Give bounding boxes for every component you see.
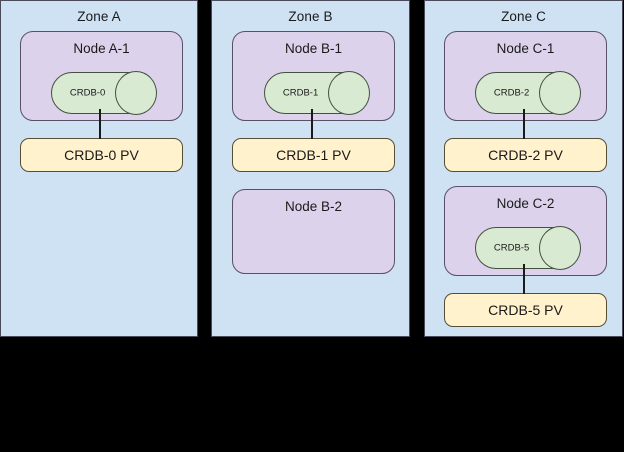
cylinder-end-cap xyxy=(115,71,157,115)
node-box-b-1[interactable]: Node B-1 CRDB-1 xyxy=(232,31,395,121)
zone-title-b: Zone B xyxy=(288,9,333,24)
database-cylinder-crdb-1[interactable]: CRDB-1 xyxy=(264,71,370,115)
cylinder-end-cap xyxy=(328,71,370,115)
node-title-c-1: Node C-1 xyxy=(496,41,555,56)
zone-container-b[interactable]: Zone B Node B-1 CRDB-1 CRDB-1 PV Node B-… xyxy=(211,0,410,337)
database-cylinder-crdb-2[interactable]: CRDB-2 xyxy=(475,71,581,115)
pv-box-crdb-1-pv[interactable]: CRDB-1 PV xyxy=(232,138,395,172)
pv-box-crdb-2-pv[interactable]: CRDB-2 PV xyxy=(444,138,607,172)
database-label-crdb-1: CRDB-1 xyxy=(282,87,319,99)
connector-node-c-1-to-crdb-2-pv xyxy=(523,109,525,139)
zone-container-a[interactable]: Zone A Node A-1 CRDB-0 CRDB-0 PV xyxy=(0,0,198,337)
database-label-crdb-0: CRDB-0 xyxy=(69,87,106,99)
pv-label-crdb-5-pv: CRDB-5 PV xyxy=(488,302,563,318)
pv-box-crdb-0-pv[interactable]: CRDB-0 PV xyxy=(20,138,183,172)
connector-node-c-2-to-crdb-5-pv xyxy=(523,264,525,294)
node-box-b-2[interactable]: Node B-2 xyxy=(232,189,395,274)
database-cylinder-crdb-5[interactable]: CRDB-5 xyxy=(475,226,581,270)
connector-node-b-1-to-crdb-1-pv xyxy=(311,109,313,139)
database-cylinder-crdb-0[interactable]: CRDB-0 xyxy=(51,71,157,115)
database-label-crdb-2: CRDB-2 xyxy=(493,87,530,99)
node-box-c-1[interactable]: Node C-1 CRDB-2 xyxy=(444,31,607,121)
pv-box-crdb-5-pv[interactable]: CRDB-5 PV xyxy=(444,293,607,327)
pv-label-crdb-0-pv: CRDB-0 PV xyxy=(64,147,139,163)
database-label-crdb-5: CRDB-5 xyxy=(493,242,530,254)
cylinder-end-cap xyxy=(539,71,581,115)
cylinder-end-cap xyxy=(539,226,581,270)
zone-title-a: Zone A xyxy=(77,9,121,24)
node-title-b-1: Node B-1 xyxy=(284,41,343,56)
zone-title-c: Zone C xyxy=(501,9,546,24)
node-title-a-1: Node A-1 xyxy=(73,41,130,56)
node-title-b-2: Node B-2 xyxy=(284,199,343,214)
node-box-c-2[interactable]: Node C-2 CRDB-5 xyxy=(444,186,607,276)
pv-label-crdb-1-pv: CRDB-1 PV xyxy=(276,147,351,163)
zone-container-c[interactable]: Zone C Node C-1 CRDB-2 CRDB-2 PV Node C-… xyxy=(424,0,623,337)
node-title-c-2: Node C-2 xyxy=(496,196,555,211)
connector-node-a-1-to-crdb-0-pv xyxy=(99,109,101,139)
pv-label-crdb-2-pv: CRDB-2 PV xyxy=(488,147,563,163)
node-box-a-1[interactable]: Node A-1 CRDB-0 xyxy=(20,31,183,121)
